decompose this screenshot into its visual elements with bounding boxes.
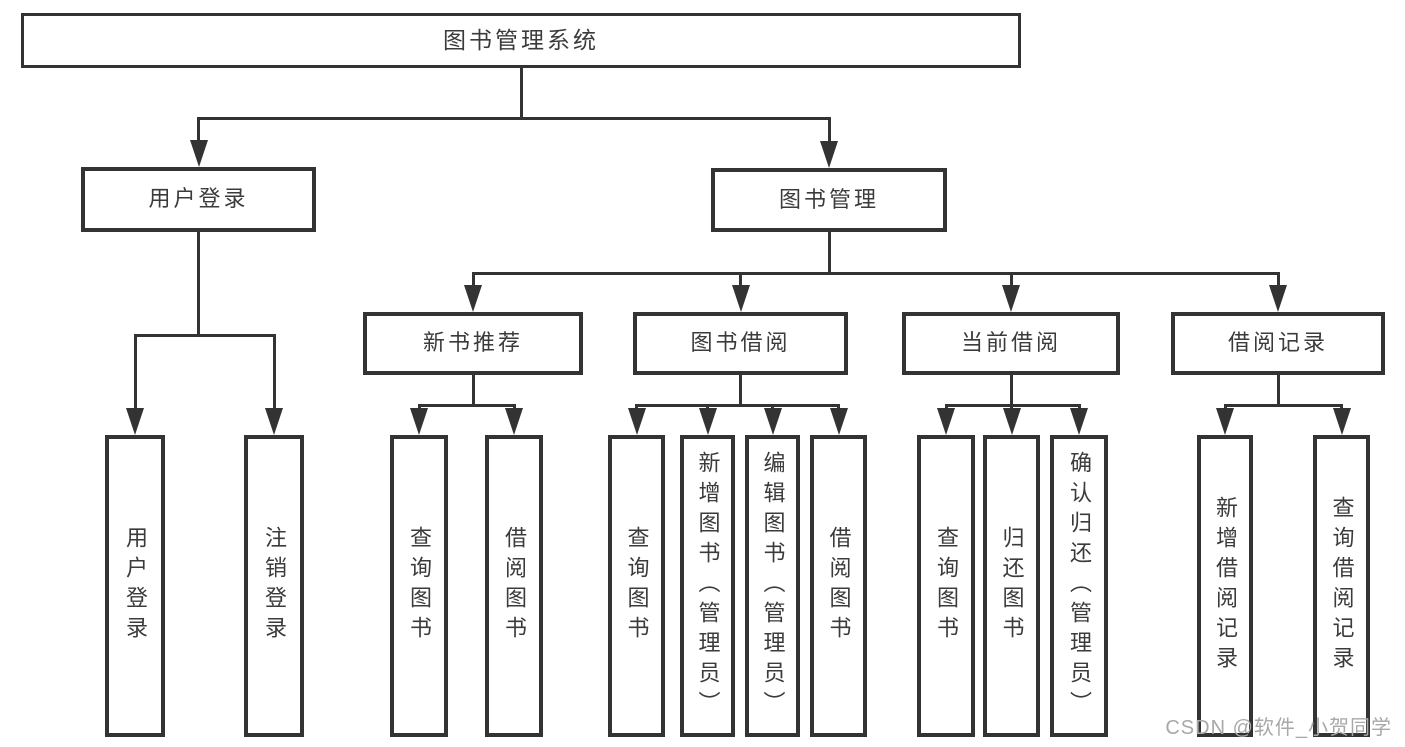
edge-branch-root (197, 116, 831, 120)
arrowhead-down-icon (820, 141, 838, 168)
arrowhead-down-icon (627, 408, 646, 435)
node-leaf-query-book-1: 查询图书 (390, 435, 448, 737)
node-leaf-add-book: 新增图书（管理员） (680, 435, 735, 737)
node-label-current-borrow: 当前借阅 (960, 330, 1061, 356)
node-label-leaf-borrow-book-1: 借阅图书 (502, 526, 527, 646)
arrowhead-down-icon (1002, 408, 1021, 435)
node-label-leaf-return-book: 归还图书 (999, 526, 1025, 646)
node-label-leaf-borrow-book-2: 借阅图书 (826, 526, 852, 646)
node-label-leaf-query-book-2: 查询图书 (624, 526, 650, 646)
edge-branch-user-login (133, 333, 276, 337)
edge-stem-borrow-records (1276, 375, 1280, 407)
node-leaf-borrow-book-1: 借阅图书 (485, 435, 543, 737)
node-label-leaf-query-book-1: 查询图书 (407, 526, 432, 646)
node-user-login: 用户登录 (81, 167, 316, 232)
node-root: 图书管理系统 (21, 13, 1021, 68)
arrowhead-down-icon (1332, 408, 1351, 435)
arrowhead-down-icon (698, 408, 717, 435)
node-current-borrow: 当前借阅 (902, 312, 1120, 375)
node-label-leaf-query-book-3: 查询图书 (934, 526, 959, 646)
arrowhead-down-icon (829, 408, 848, 435)
edge-stem-new-book-rec (471, 273, 475, 290)
node-label-leaf-query-record: 查询借阅记录 (1329, 496, 1355, 676)
node-label-leaf-user-login: 用户登录 (123, 526, 148, 646)
node-label-borrow-records: 借阅记录 (1227, 330, 1328, 356)
edge-branch-borrow-records (1223, 403, 1343, 407)
node-borrow-records: 借阅记录 (1171, 312, 1385, 375)
arrowhead-down-icon (126, 408, 144, 435)
node-label-leaf-confirm-return: 确认归还（管理员） (1067, 451, 1092, 721)
edge-stem-book-borrow (739, 273, 742, 290)
arrowhead-down-icon (505, 408, 523, 435)
node-leaf-user-login: 用户登录 (105, 435, 165, 737)
arrowhead-down-icon (265, 408, 283, 435)
arrowhead-down-icon (763, 408, 782, 435)
node-label-book-borrow: 图书借阅 (690, 330, 791, 356)
node-leaf-return-book: 归还图书 (983, 435, 1040, 737)
edge-stem-leaf-user-login (133, 335, 137, 413)
node-book-mgmt: 图书管理 (711, 168, 947, 232)
node-book-borrow: 图书借阅 (633, 312, 848, 375)
edge-stem-current-borrow (1009, 375, 1013, 407)
edge-branch-book-mgmt (471, 271, 1280, 275)
csdn-watermark: CSDN @软件_小贺同学 (1165, 717, 1392, 739)
arrowhead-down-icon (937, 408, 955, 435)
edge-stem-book-borrow (739, 375, 742, 407)
node-leaf-query-book-3: 查询图书 (917, 435, 975, 737)
node-label-book-mgmt: 图书管理 (778, 186, 879, 212)
edge-stem-current-borrow (1009, 273, 1013, 290)
arrowhead-down-icon (731, 285, 750, 312)
edge-branch-book-borrow (635, 403, 840, 407)
arrowhead-down-icon (1269, 285, 1287, 312)
edge-stem-user-login (197, 118, 200, 145)
node-leaf-query-book-2: 查询图书 (608, 435, 665, 737)
node-label-new-book-rec: 新书推荐 (422, 330, 523, 356)
node-label-leaf-logout: 注销登录 (262, 526, 287, 646)
edge-stem-root (519, 68, 523, 120)
node-new-book-rec: 新书推荐 (363, 312, 583, 375)
arrowhead-down-icon (189, 140, 208, 167)
edge-branch-new-book-rec (417, 403, 516, 407)
node-label-leaf-add-book: 新增图书（管理员） (695, 451, 721, 721)
node-label-user-login: 用户登录 (148, 186, 249, 212)
edge-stem-book-mgmt (827, 232, 831, 275)
edge-stem-book-mgmt (827, 118, 831, 146)
edge-stem-new-book-rec (471, 375, 475, 407)
arrowhead-down-icon (1216, 408, 1234, 435)
node-label-root: 图书管理系统 (443, 26, 599, 53)
arrowhead-down-icon (464, 285, 482, 312)
node-leaf-add-record: 新增借阅记录 (1197, 435, 1253, 737)
node-leaf-confirm-return: 确认归还（管理员） (1050, 435, 1108, 737)
node-leaf-query-record: 查询借阅记录 (1313, 435, 1370, 737)
node-label-leaf-edit-book: 编辑图书（管理员） (760, 451, 786, 721)
arrowhead-down-icon (1070, 408, 1088, 435)
edge-stem-borrow-records (1276, 273, 1280, 290)
node-leaf-edit-book: 编辑图书（管理员） (745, 435, 800, 737)
node-leaf-logout: 注销登录 (244, 435, 304, 737)
node-leaf-borrow-book-2: 借阅图书 (810, 435, 867, 737)
arrowhead-down-icon (1002, 285, 1020, 312)
edge-stem-leaf-logout (272, 335, 276, 413)
edge-stem-user-login (197, 232, 200, 337)
node-label-leaf-add-record: 新增借阅记录 (1213, 496, 1238, 676)
arrowhead-down-icon (410, 408, 428, 435)
